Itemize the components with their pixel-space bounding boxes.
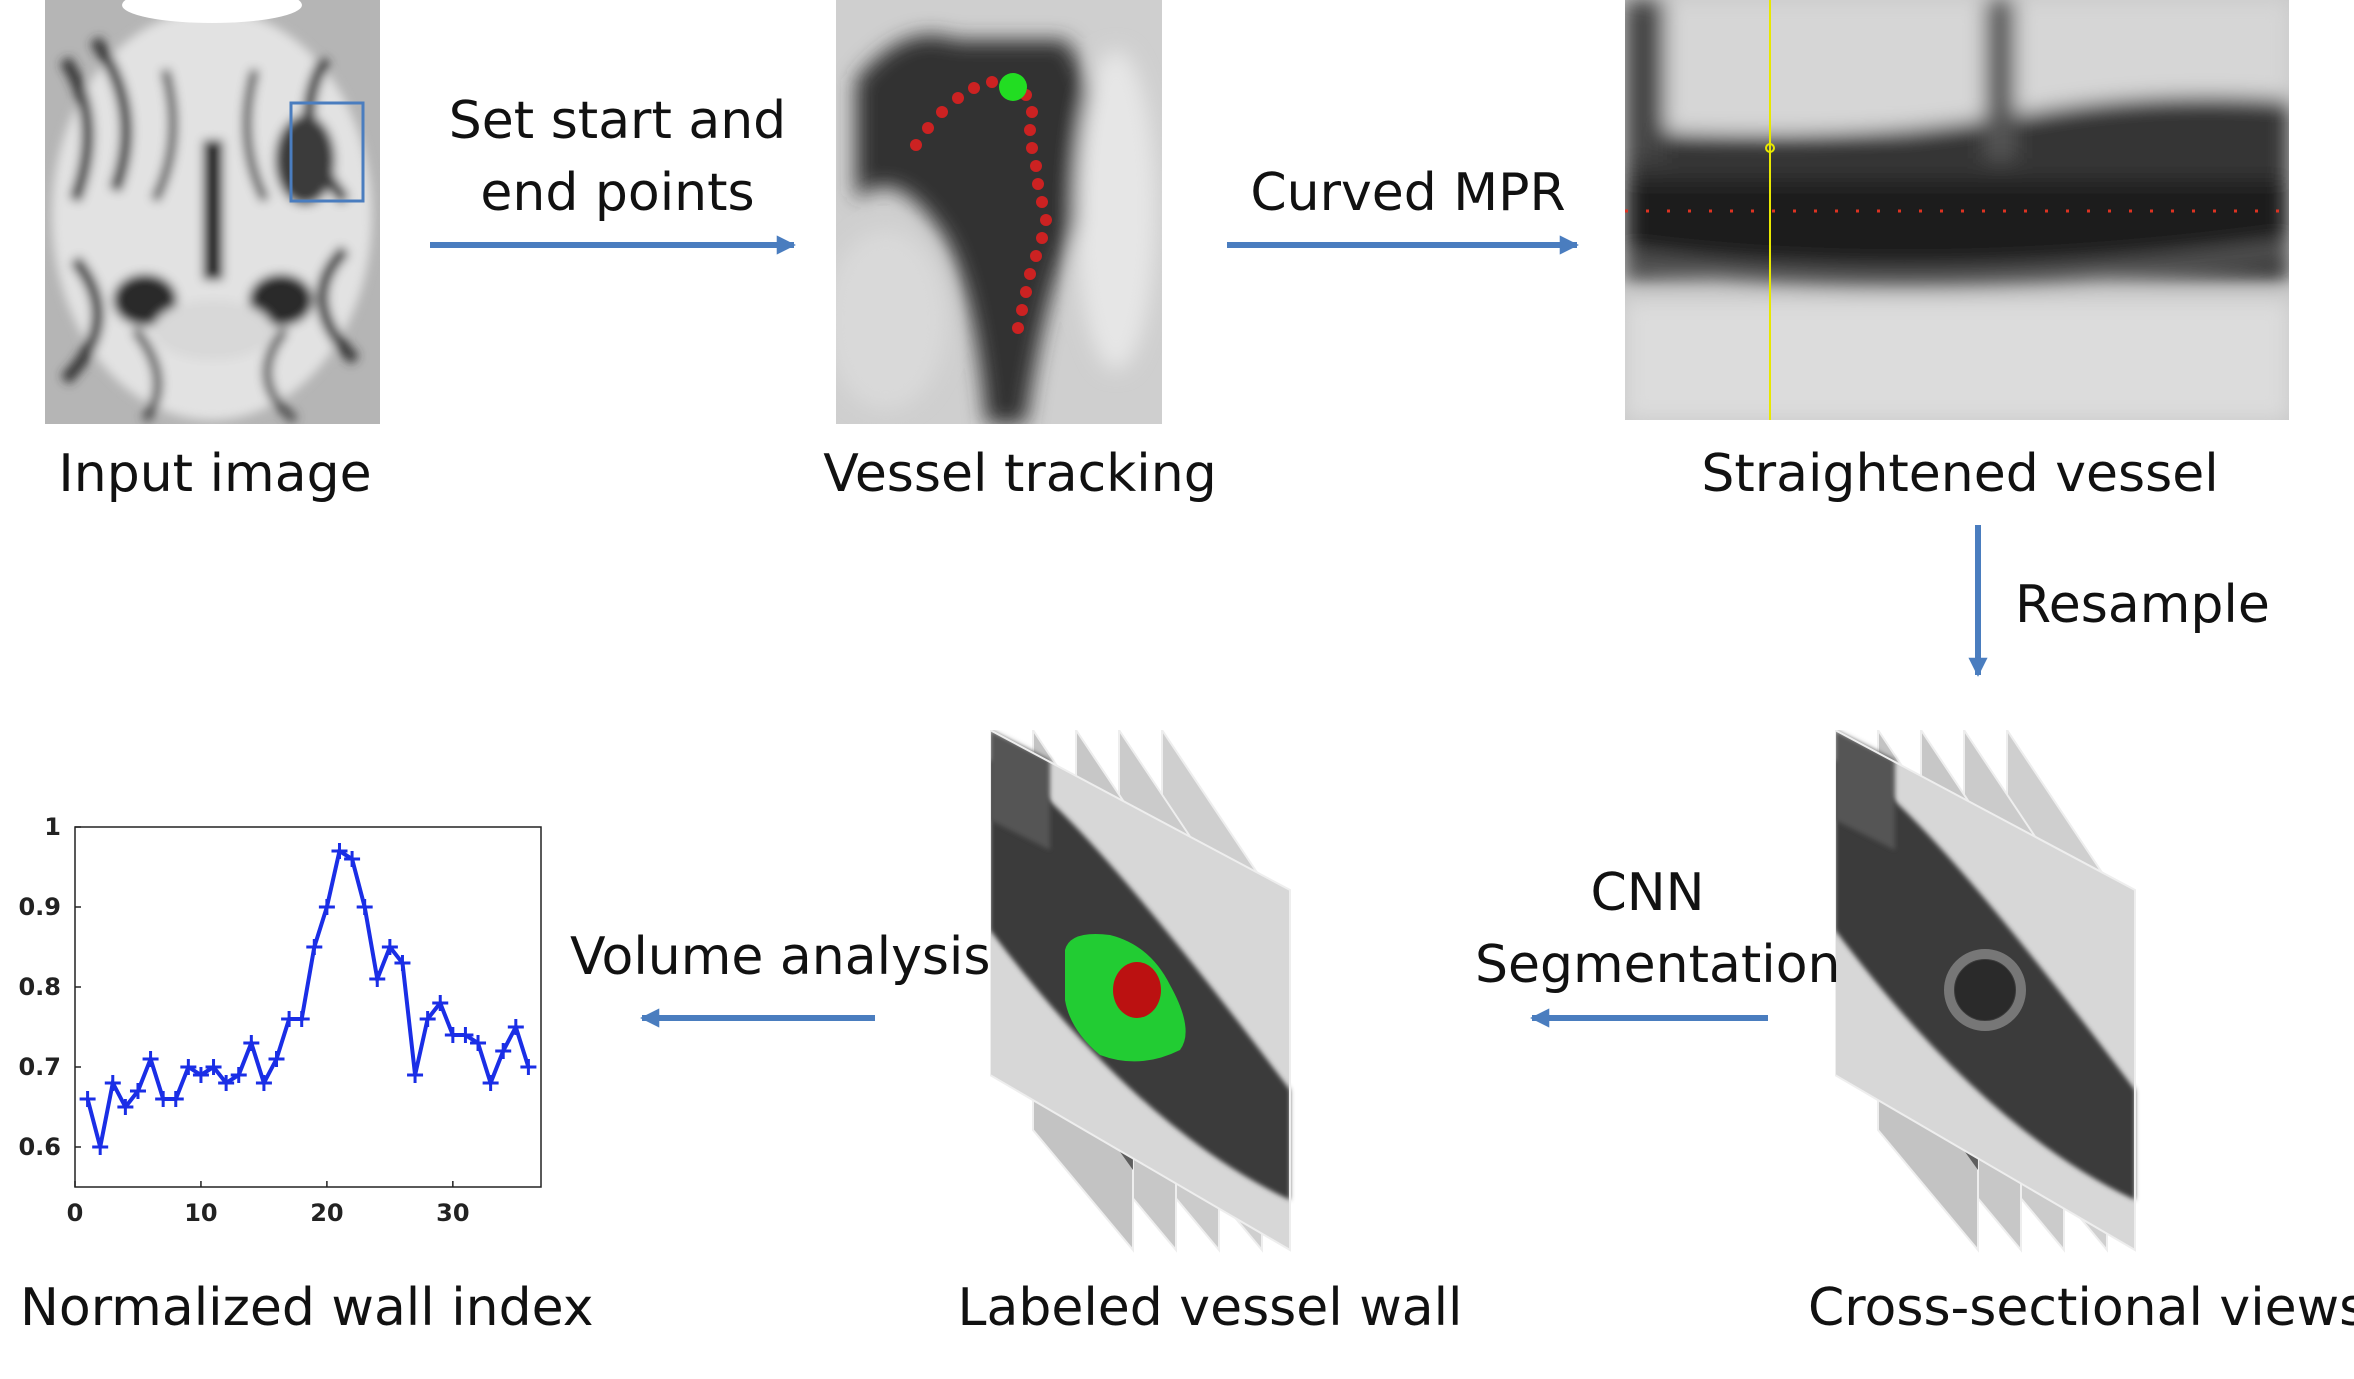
x-tick-label: 30	[436, 1199, 469, 1227]
data-point	[344, 851, 361, 867]
data-point	[117, 1099, 134, 1115]
data-point	[306, 939, 323, 955]
cross-sectional-views-label: Cross-sectional views	[1808, 1278, 2354, 1338]
data-point	[293, 1011, 310, 1027]
arrow-volume-analysis	[640, 1008, 875, 1028]
data-point	[520, 1059, 537, 1075]
data-point	[129, 1083, 146, 1099]
data-point	[192, 1067, 209, 1083]
data-point	[142, 1051, 159, 1067]
data-point	[369, 971, 386, 987]
data-point	[457, 1027, 474, 1043]
data-point	[482, 1075, 499, 1091]
nwi-label: Normalized wall index	[20, 1278, 594, 1338]
y-tick-label: 0.6	[18, 1133, 61, 1161]
start-point-marker	[999, 73, 1027, 101]
plot-frame	[74, 826, 542, 1188]
data-point	[104, 1075, 121, 1091]
y-tick-label: 0.9	[18, 893, 61, 921]
input-image-label: Input image	[58, 444, 372, 504]
set-points-line-2: end points	[480, 162, 755, 223]
straightened-vessel-label: Straightened vessel	[1701, 444, 2219, 504]
data-point	[331, 843, 348, 859]
data-point	[495, 1043, 512, 1059]
cnn-line-1: CNN	[1590, 863, 1705, 923]
labeled-section-stack	[990, 730, 1291, 1253]
data-point	[356, 899, 373, 915]
data-point	[419, 1011, 436, 1027]
data-point	[381, 939, 398, 955]
vessel-tracking-label: Vessel tracking	[823, 444, 1217, 504]
data-point	[205, 1059, 222, 1075]
y-tick-label: 0.7	[18, 1053, 61, 1081]
data-point	[218, 1075, 235, 1091]
cnn-step: CNN Segmentation	[1475, 858, 1841, 1002]
data-point	[507, 1019, 524, 1035]
data-point	[432, 995, 449, 1011]
data-point	[92, 1139, 109, 1155]
y-tick-label: 1	[44, 813, 61, 841]
lumen-label	[1113, 962, 1161, 1018]
data-point	[255, 1075, 272, 1091]
arrow-cnn-segmentation	[1530, 1008, 1768, 1028]
x-tick-label: 10	[184, 1199, 217, 1227]
cnn-line-2: Segmentation	[1475, 934, 1841, 995]
x-tick-label: 0	[67, 1199, 84, 1227]
data-point	[394, 955, 411, 971]
nwi-chart: 0 10 20 30 0.6 0.7 0.8 0.9 1	[0, 805, 560, 1235]
arrow-curved-mpr	[1227, 235, 1579, 255]
cross-section-stack	[1835, 730, 2136, 1253]
vessel-tracking-image	[836, 0, 1162, 424]
set-points-line-1: Set start and	[448, 91, 787, 151]
straightened-vessel-image	[1625, 0, 2289, 420]
volume-analysis-label: Volume analysis	[570, 927, 991, 987]
data-point	[407, 1067, 424, 1083]
curved-mpr-label: Curved MPR	[1250, 163, 1566, 223]
data-point	[268, 1051, 285, 1067]
data-point	[318, 899, 335, 915]
x-tick-label: 20	[310, 1199, 343, 1227]
data-point	[180, 1059, 197, 1075]
arrow-set-points	[430, 235, 796, 255]
y-tick-label: 0.8	[18, 973, 61, 1001]
resample-label: Resample	[2015, 575, 2270, 635]
data-point	[243, 1035, 260, 1051]
data-point	[79, 1091, 96, 1107]
cross-sectional-views-image	[1835, 730, 2315, 1260]
input-image	[45, 0, 380, 424]
arrow-resample	[1968, 525, 1988, 677]
data-point	[230, 1067, 247, 1083]
labeled-vessel-wall-image	[990, 730, 1470, 1260]
data-point	[167, 1091, 184, 1107]
labeled-vessel-wall-label: Labeled vessel wall	[957, 1278, 1463, 1338]
set-points-step: Set start and end points	[430, 86, 805, 230]
data-point	[470, 1035, 487, 1051]
